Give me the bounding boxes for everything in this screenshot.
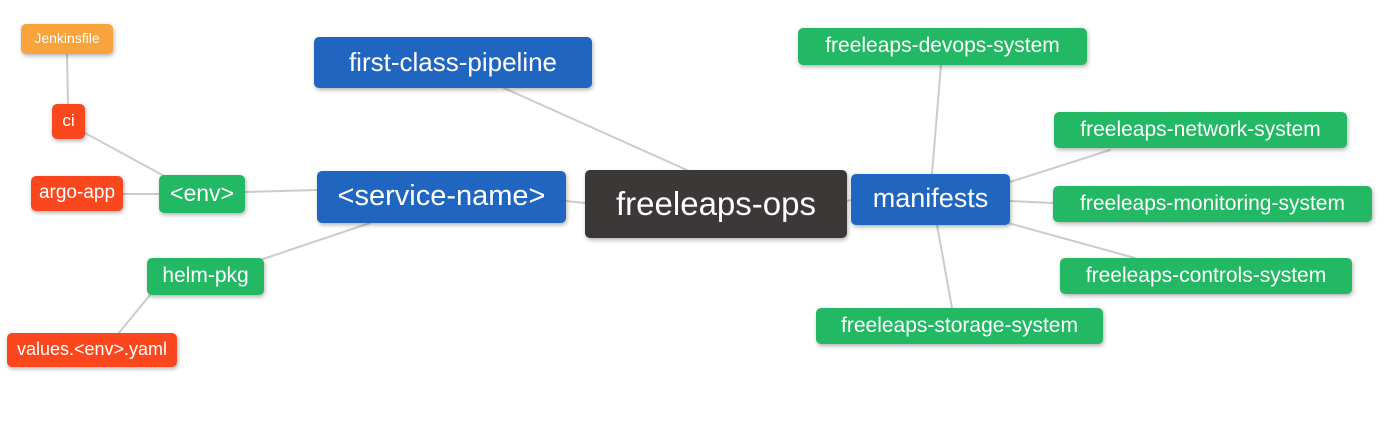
edge-env-service-name (244, 189, 318, 193)
edge-helm-pkg-values (117, 294, 151, 335)
node-freeleaps-network-system[interactable]: freeleaps-network-system (1054, 112, 1347, 148)
node-label: <service-name> (337, 179, 546, 212)
node-label: freeleaps-controls-system (1085, 263, 1327, 287)
edge-manifests-storage (936, 224, 953, 309)
node-jenkinsfile[interactable]: Jenkinsfile (21, 24, 113, 54)
node-helm-pkg[interactable]: helm-pkg (147, 258, 264, 295)
node-label: argo-app (38, 182, 116, 203)
node-label: freeleaps-ops (616, 184, 816, 222)
node-first-class-pipeline[interactable]: first-class-pipeline (314, 37, 592, 88)
edge-manifests-controls (1007, 222, 1136, 259)
edge-manifests-devops (931, 64, 942, 175)
node-manifests[interactable]: manifests (851, 174, 1010, 225)
node-label: first-class-pipeline (348, 46, 558, 77)
edge-pipeline-ops (503, 87, 690, 172)
node-freeleaps-devops-system[interactable]: freeleaps-devops-system (798, 28, 1087, 65)
node-label: helm-pkg (162, 264, 249, 287)
node-freeleaps-ops[interactable]: freeleaps-ops (585, 170, 847, 238)
node-freeleaps-storage-system[interactable]: freeleaps-storage-system (816, 308, 1103, 344)
node-ci[interactable]: ci (52, 104, 85, 139)
node-service-name[interactable]: <service-name> (317, 171, 566, 223)
node-label: freeleaps-monitoring-system (1080, 191, 1345, 215)
node-argo-app[interactable]: argo-app (31, 176, 123, 211)
edge-jenkinsfile-ci (66, 53, 69, 105)
edge-manifests-monitoring (1009, 200, 1054, 204)
node-label: Jenkinsfile (34, 30, 100, 46)
node-label: values.<env>.yaml (16, 339, 168, 359)
node-label: manifests (872, 183, 989, 213)
node-label: freeleaps-network-system (1080, 117, 1321, 141)
node-env[interactable]: <env> (159, 175, 245, 213)
node-label: freeleaps-devops-system (825, 34, 1060, 57)
node-label: ci (62, 111, 75, 130)
node-freeleaps-monitoring-system[interactable]: freeleaps-monitoring-system (1053, 186, 1372, 222)
node-values-env-yaml[interactable]: values.<env>.yaml (7, 333, 177, 367)
node-label: <env> (170, 179, 234, 206)
edge-manifests-network (1009, 149, 1111, 183)
edge-helm-pkg-service-name (262, 222, 371, 260)
edge-ci-env (84, 132, 167, 178)
edge-service-name-ops (565, 200, 586, 204)
node-freeleaps-controls-system[interactable]: freeleaps-controls-system (1060, 258, 1352, 294)
node-label: freeleaps-storage-system (841, 313, 1078, 337)
